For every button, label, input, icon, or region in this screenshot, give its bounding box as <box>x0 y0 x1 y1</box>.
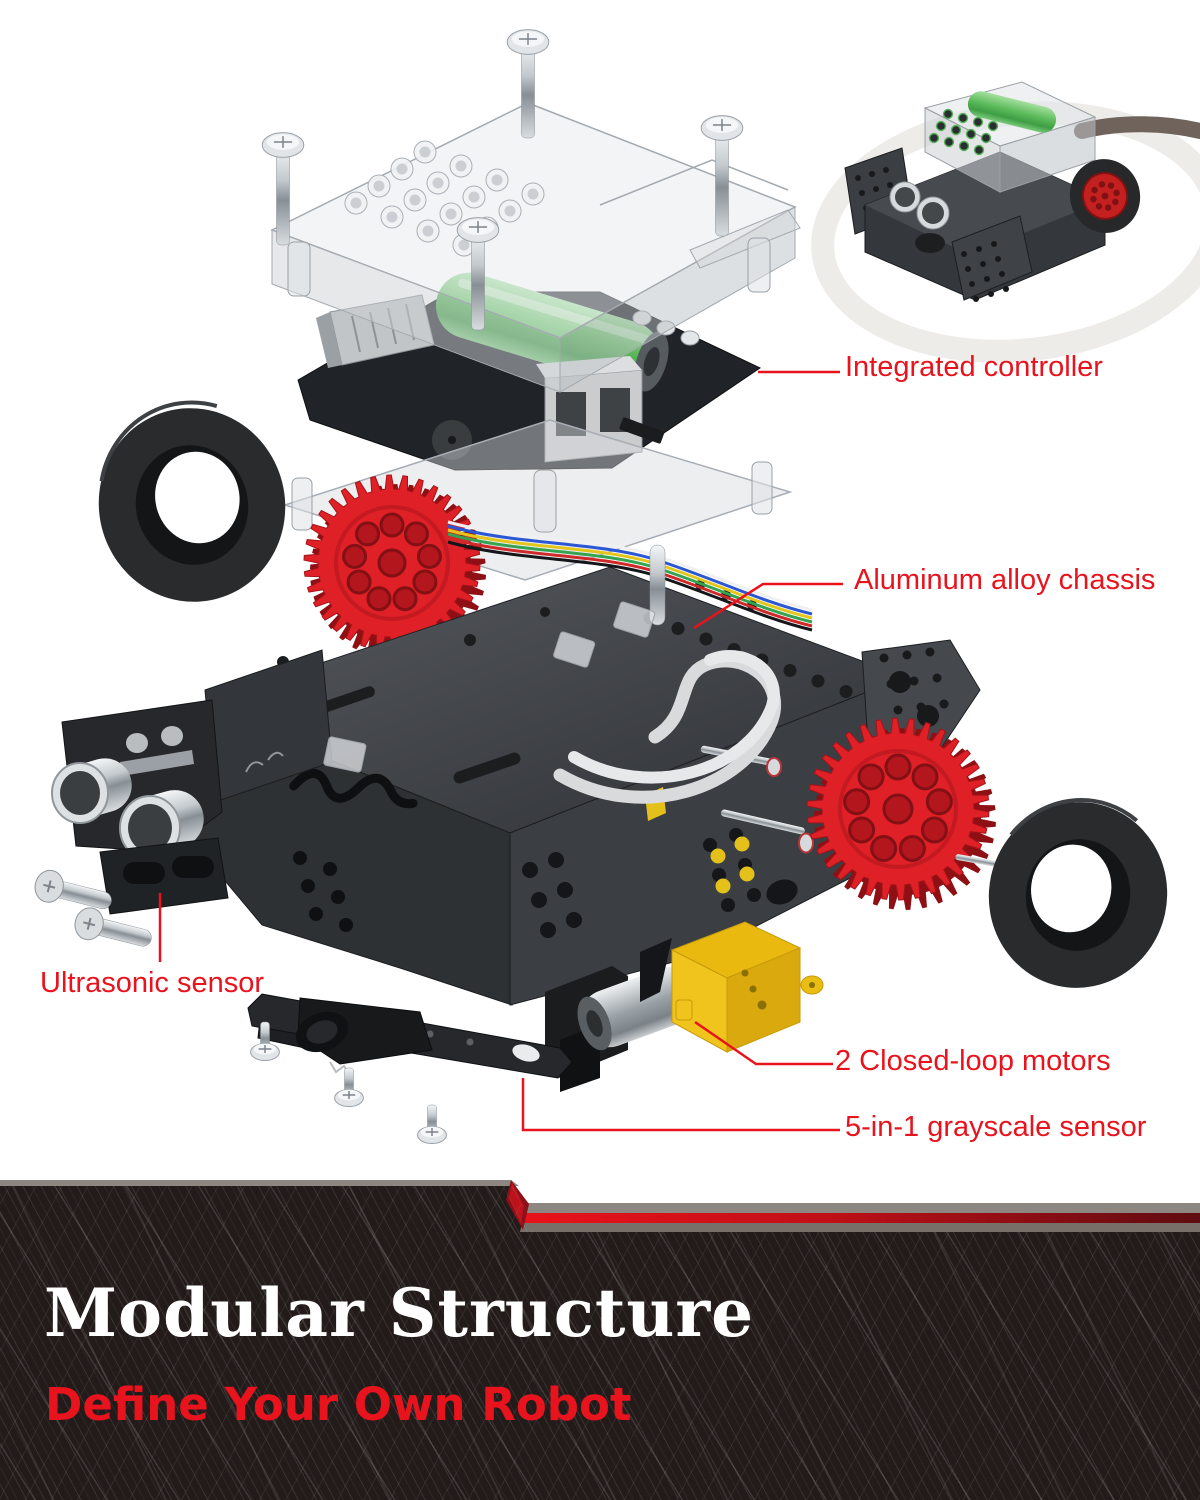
chassis <box>193 566 981 1006</box>
callout-aluminum-alloy-chassis: Aluminum alloy chassis <box>854 564 1156 596</box>
banner-background <box>0 1186 1200 1500</box>
right-drive-gear <box>806 717 996 910</box>
callout-closed-loop-motors: 2 Closed-loop motors <box>835 1045 1111 1077</box>
robot-battery <box>967 91 1057 133</box>
robot-ultrasonic-eyes <box>889 181 950 230</box>
banner-title: Modular Structure <box>44 1274 755 1352</box>
callout-ultrasonic-sensor: Ultrasonic sensor <box>40 967 265 999</box>
exploded-view-illustration <box>34 29 1200 1145</box>
assembled-robot-inset <box>811 81 1200 363</box>
motor-can <box>577 966 699 1051</box>
ultrasonic-sensor <box>51 699 229 915</box>
cover-screws <box>261 29 744 331</box>
transducer <box>119 790 204 861</box>
left-drive-gear <box>303 474 486 660</box>
banner-under-edge <box>520 1223 1200 1232</box>
callout-lines <box>158 370 843 1132</box>
left-tire <box>98 400 286 602</box>
motor <box>545 921 824 1092</box>
right-tire <box>988 798 1168 988</box>
line-follow-head <box>295 997 433 1077</box>
banner-red-stripe <box>522 1213 1200 1223</box>
grayscale-sensor <box>247 993 573 1145</box>
callout-line-aluminum-chassis <box>693 582 843 630</box>
banner-top-edge-left <box>0 1180 519 1186</box>
transparent-cover <box>261 29 801 393</box>
robot-wheel <box>1069 159 1141 233</box>
banner-subtitle: Define Your Own Robot <box>45 1378 632 1431</box>
callout-line-motors <box>694 1020 833 1066</box>
robot <box>844 81 1141 302</box>
sensor-screws <box>250 1021 447 1145</box>
callout-line-grayscale <box>521 1078 840 1132</box>
mounting-screws <box>34 869 152 947</box>
robot-controller-box <box>923 81 1097 193</box>
transducer <box>51 758 132 824</box>
callout-integrated-controller: Integrated controller <box>845 351 1103 383</box>
banner-top-edge-right <box>524 1203 1200 1213</box>
caster-wheel <box>915 233 945 253</box>
callout-grayscale-sensor: 5-in-1 grayscale sensor <box>845 1111 1147 1143</box>
banner-shapes <box>0 1180 1200 1500</box>
wiring-harness <box>323 520 813 804</box>
bottom-banner: Modular Structure Define Your Own Robot <box>0 1180 1200 1500</box>
